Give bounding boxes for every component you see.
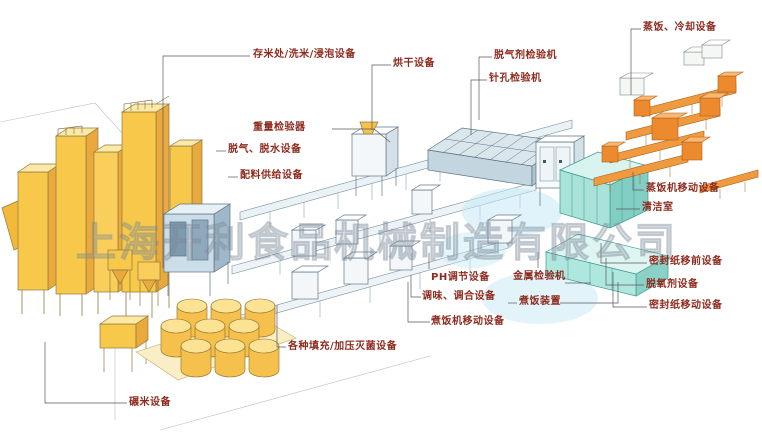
label-ph-adjust: PH调节设备: [431, 272, 490, 283]
label-cooker-transfer: 煮饭机移动设备: [431, 316, 505, 327]
leader-lines: [44, 28, 647, 404]
label-seasoning-blend: 调味、调合设备: [422, 291, 496, 302]
label-weight-checker: 重量检验器: [253, 122, 306, 133]
label-metal-inspect: 金属检验机: [513, 271, 566, 282]
line-machines: [290, 121, 523, 300]
label-clean-room: 清洁室: [642, 202, 674, 213]
label-filling-sterilize: 各种填充/加压灭菌设备: [288, 341, 398, 352]
soaking-tanks: [135, 298, 297, 381]
washing-machine: [162, 203, 232, 296]
label-cooking-unit: 煮饭装置: [519, 296, 561, 307]
label-seal-paper-pre: 密封纸移前设备: [649, 256, 723, 267]
label-degas-dewater: 脱气、脱水设备: [228, 144, 302, 155]
label-drying: 烘干设备: [393, 58, 435, 69]
company-watermark: 上海开利食品机械制造有限公司: [75, 219, 678, 266]
crate-stack: [618, 39, 732, 96]
label-deoxidizer: 脱氧剂设备: [646, 279, 699, 290]
label-seal-paper-transfer: 密封纸移动设备: [649, 300, 723, 311]
water-splash: [438, 188, 598, 324]
label-ingredient-supply: 配料供给设备: [240, 170, 303, 181]
steam-cooling-conveyor: [593, 71, 759, 199]
mill-towers: [1, 95, 204, 318]
label-rice-milling: 碾米设备: [129, 397, 171, 408]
label-steam-cooling: 蒸饭、冷却设备: [643, 22, 717, 33]
label-degas-agent-inspect: 脱气剂检验机: [494, 50, 557, 61]
label-pinhole-inspect: 针孔检验机: [489, 73, 542, 84]
feed-hoppers: [98, 249, 161, 372]
label-steamer-transfer: 蒸饭机移动设备: [646, 183, 720, 194]
label-store-wash-soak: 存米处/洗米/浸泡设备: [253, 49, 356, 60]
